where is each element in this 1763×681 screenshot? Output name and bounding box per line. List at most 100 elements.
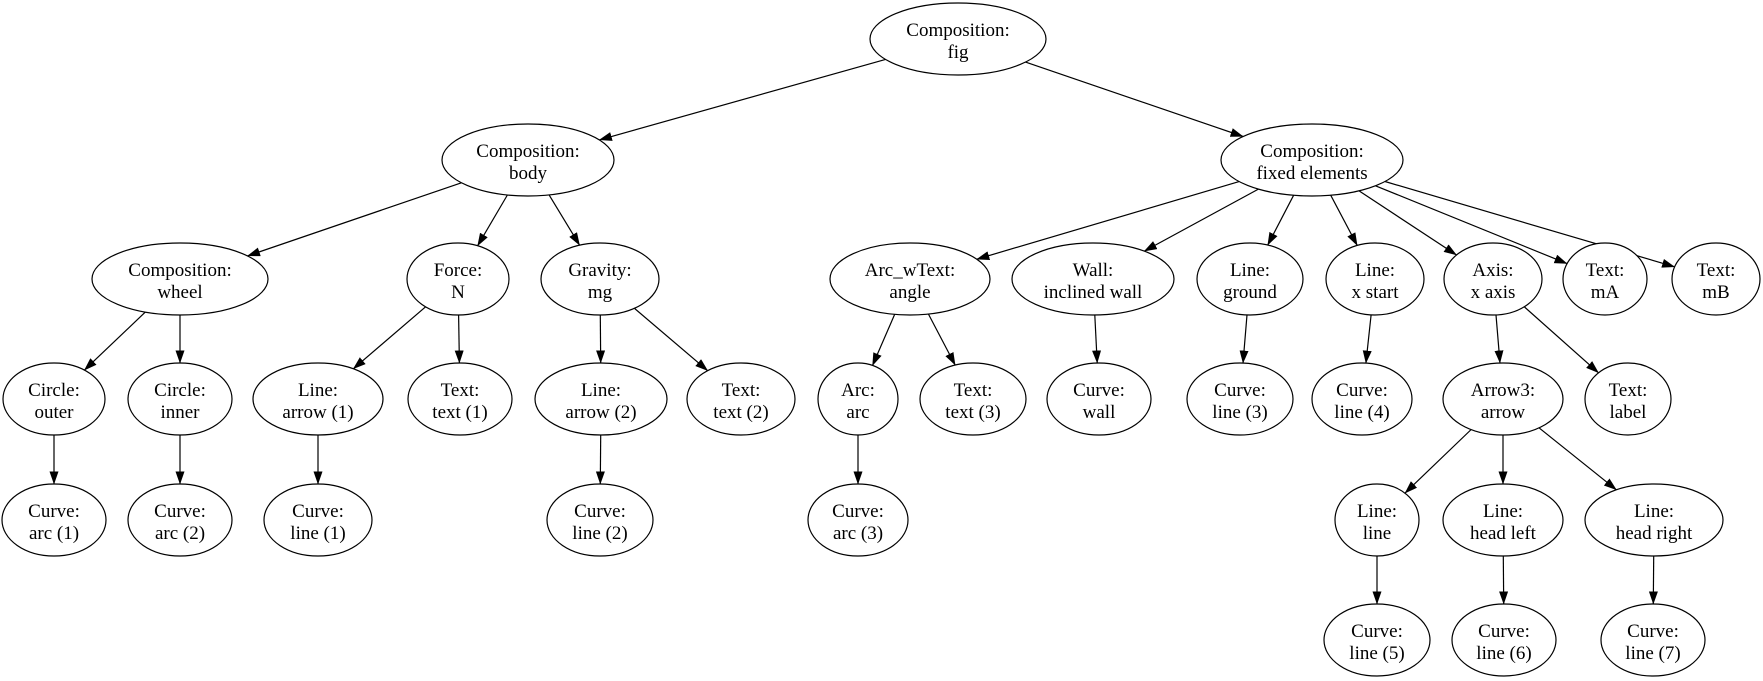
node-line-ground-label-line2: ground xyxy=(1223,282,1277,303)
edge-fixed-elements--line-ground xyxy=(1267,195,1295,246)
node-gravity-mg-label-line1: Gravity: xyxy=(568,260,631,281)
edge-fixed-elements--arc-wtext-angle xyxy=(976,181,1240,260)
node-gravity-mg-label-line2: mg xyxy=(588,282,613,303)
edge-wall-inclined--curve-wall xyxy=(1092,314,1102,364)
node-text-text-1-label-line1: Text: xyxy=(441,380,480,401)
node-curve-line-5-ellipse xyxy=(1323,603,1431,677)
node-arc-arc-ellipse xyxy=(817,362,899,436)
node-line-x-start-label-line1: Line: xyxy=(1355,260,1395,281)
node-text-mb-label-line1: Text: xyxy=(1697,260,1736,281)
node-line-head-left-ellipse xyxy=(1442,483,1564,557)
node-text-text-3: Text:text (3) xyxy=(919,362,1027,436)
node-curve-arc-1-ellipse xyxy=(1,483,107,557)
edge-fig--fixed-elements xyxy=(1025,61,1244,138)
node-line-head-right-label-line2: head right xyxy=(1616,523,1693,544)
node-curve-line-2-label-line1: Curve: xyxy=(574,501,626,522)
node-text-ma-ellipse xyxy=(1562,242,1648,316)
node-curve-arc-1: Curve:arc (1) xyxy=(1,483,107,557)
node-fixed-elements: Composition:fixed elements xyxy=(1220,123,1404,197)
node-curve-line-4-label-line1: Curve: xyxy=(1336,380,1388,401)
node-curve-line-1-label-line2: line (1) xyxy=(290,523,345,544)
node-line-head-left: Line:head left xyxy=(1442,483,1564,557)
node-circle-inner: Circle:inner xyxy=(127,362,233,436)
node-wheel-label-line1: Composition: xyxy=(128,260,231,281)
node-curve-arc-1-label-line1: Curve: xyxy=(28,501,80,522)
node-axis-x-axis: Axis:x axis xyxy=(1443,242,1543,316)
node-line-line-label-line2: line xyxy=(1363,523,1392,544)
node-fixed-elements-label-line1: Composition: xyxy=(1260,141,1363,162)
node-gravity-mg-ellipse xyxy=(540,242,660,316)
node-curve-line-6-label-line1: Curve: xyxy=(1478,621,1530,642)
node-fig-ellipse xyxy=(869,2,1047,76)
node-circle-outer-label-line1: Circle: xyxy=(28,380,80,401)
node-curve-line-2-label-line2: line (2) xyxy=(572,523,627,544)
node-arc-arc-label-line1: Arc: xyxy=(841,380,875,401)
node-text-label: Text:label xyxy=(1584,362,1672,436)
node-axis-x-axis-ellipse xyxy=(1443,242,1543,316)
edge-fixed-elements--text-ma xyxy=(1375,185,1568,265)
node-curve-arc-3-label-line1: Curve: xyxy=(832,501,884,522)
node-curve-arc-2: Curve:arc (2) xyxy=(127,483,233,557)
node-circle-outer-label-line2: outer xyxy=(34,402,74,423)
edge-fixed-elements--line-x-start xyxy=(1330,194,1358,246)
node-curve-arc-3-label-line2: arc (3) xyxy=(833,523,883,544)
node-curve-line-7-label-line2: line (7) xyxy=(1625,643,1680,664)
node-arc-arc-label-line2: arc xyxy=(846,402,869,423)
node-circle-inner-label-line1: Circle: xyxy=(154,380,206,401)
node-text-label-ellipse xyxy=(1584,362,1672,436)
edges-layer xyxy=(49,58,1676,605)
node-body: Composition:body xyxy=(441,123,615,197)
node-fig-label-line1: Composition: xyxy=(906,20,1009,41)
node-fig: Composition:fig xyxy=(869,2,1047,76)
node-force-n-label-line2: N xyxy=(451,282,465,303)
node-line-arrow-1-ellipse xyxy=(252,362,384,436)
node-arrow3-arrow-label-line1: Arrow3: xyxy=(1471,380,1535,401)
node-curve-arc-2-label-line1: Curve: xyxy=(154,501,206,522)
node-line-line-label-line1: Line: xyxy=(1357,501,1397,522)
node-curve-wall-ellipse xyxy=(1046,362,1152,436)
node-wall-inclined: Wall:inclined wall xyxy=(1011,242,1175,316)
node-line-x-start-ellipse xyxy=(1325,242,1425,316)
node-line-x-start: Line:x start xyxy=(1325,242,1425,316)
edge-arc-wtext-angle--text-text-3 xyxy=(927,313,956,366)
node-text-text-2: Text:text (2) xyxy=(686,362,796,436)
node-curve-line-6-ellipse xyxy=(1451,603,1557,677)
node-gravity-mg: Gravity:mg xyxy=(540,242,660,316)
node-force-n-ellipse xyxy=(406,242,510,316)
edge-fig--body xyxy=(598,58,886,141)
node-line-arrow-2: Line:arrow (2) xyxy=(534,362,668,436)
node-curve-line-4-label-line2: line (4) xyxy=(1334,402,1389,423)
node-circle-outer: Circle:outer xyxy=(2,362,106,436)
node-curve-line-7: Curve:line (7) xyxy=(1600,603,1706,677)
node-arrow3-arrow-ellipse xyxy=(1442,362,1564,436)
node-wall-inclined-label-line1: Wall: xyxy=(1073,260,1114,281)
node-curve-arc-3-ellipse xyxy=(807,483,909,557)
node-line-head-left-label-line2: head left xyxy=(1470,523,1537,544)
node-line-arrow-2-label-line2: arrow (2) xyxy=(565,402,636,423)
node-fig-label-line2: fig xyxy=(947,42,969,63)
node-circle-inner-ellipse xyxy=(127,362,233,436)
node-curve-wall: Curve:wall xyxy=(1046,362,1152,436)
node-curve-line-5: Curve:line (5) xyxy=(1323,603,1431,677)
node-text-text-1-ellipse xyxy=(407,362,513,436)
node-text-text-3-label-line2: text (3) xyxy=(945,402,1000,423)
node-wall-inclined-label-line2: inclined wall xyxy=(1044,282,1143,303)
node-curve-line-4: Curve:line (4) xyxy=(1311,362,1413,436)
node-curve-line-1-ellipse xyxy=(263,483,373,557)
node-text-ma-label-line2: mA xyxy=(1591,282,1620,303)
node-text-text-1: Text:text (1) xyxy=(407,362,513,436)
node-text-text-3-ellipse xyxy=(919,362,1027,436)
node-curve-line-3-label-line1: Curve: xyxy=(1214,380,1266,401)
node-curve-line-1: Curve:line (1) xyxy=(263,483,373,557)
edge-line-ground--curve-line-3 xyxy=(1239,314,1249,364)
node-force-n-label-line1: Force: xyxy=(434,260,483,281)
edge-body--gravity-mg xyxy=(548,194,581,246)
node-curve-line-7-label-line1: Curve: xyxy=(1627,621,1679,642)
node-text-label-label-line1: Text: xyxy=(1609,380,1648,401)
node-line-x-start-label-line2: x start xyxy=(1352,282,1400,303)
node-arc-arc: Arc:arc xyxy=(817,362,899,436)
node-line-arrow-1: Line:arrow (1) xyxy=(252,362,384,436)
node-arc-wtext-angle-ellipse xyxy=(829,242,991,316)
node-wheel: Composition:wheel xyxy=(91,242,269,316)
